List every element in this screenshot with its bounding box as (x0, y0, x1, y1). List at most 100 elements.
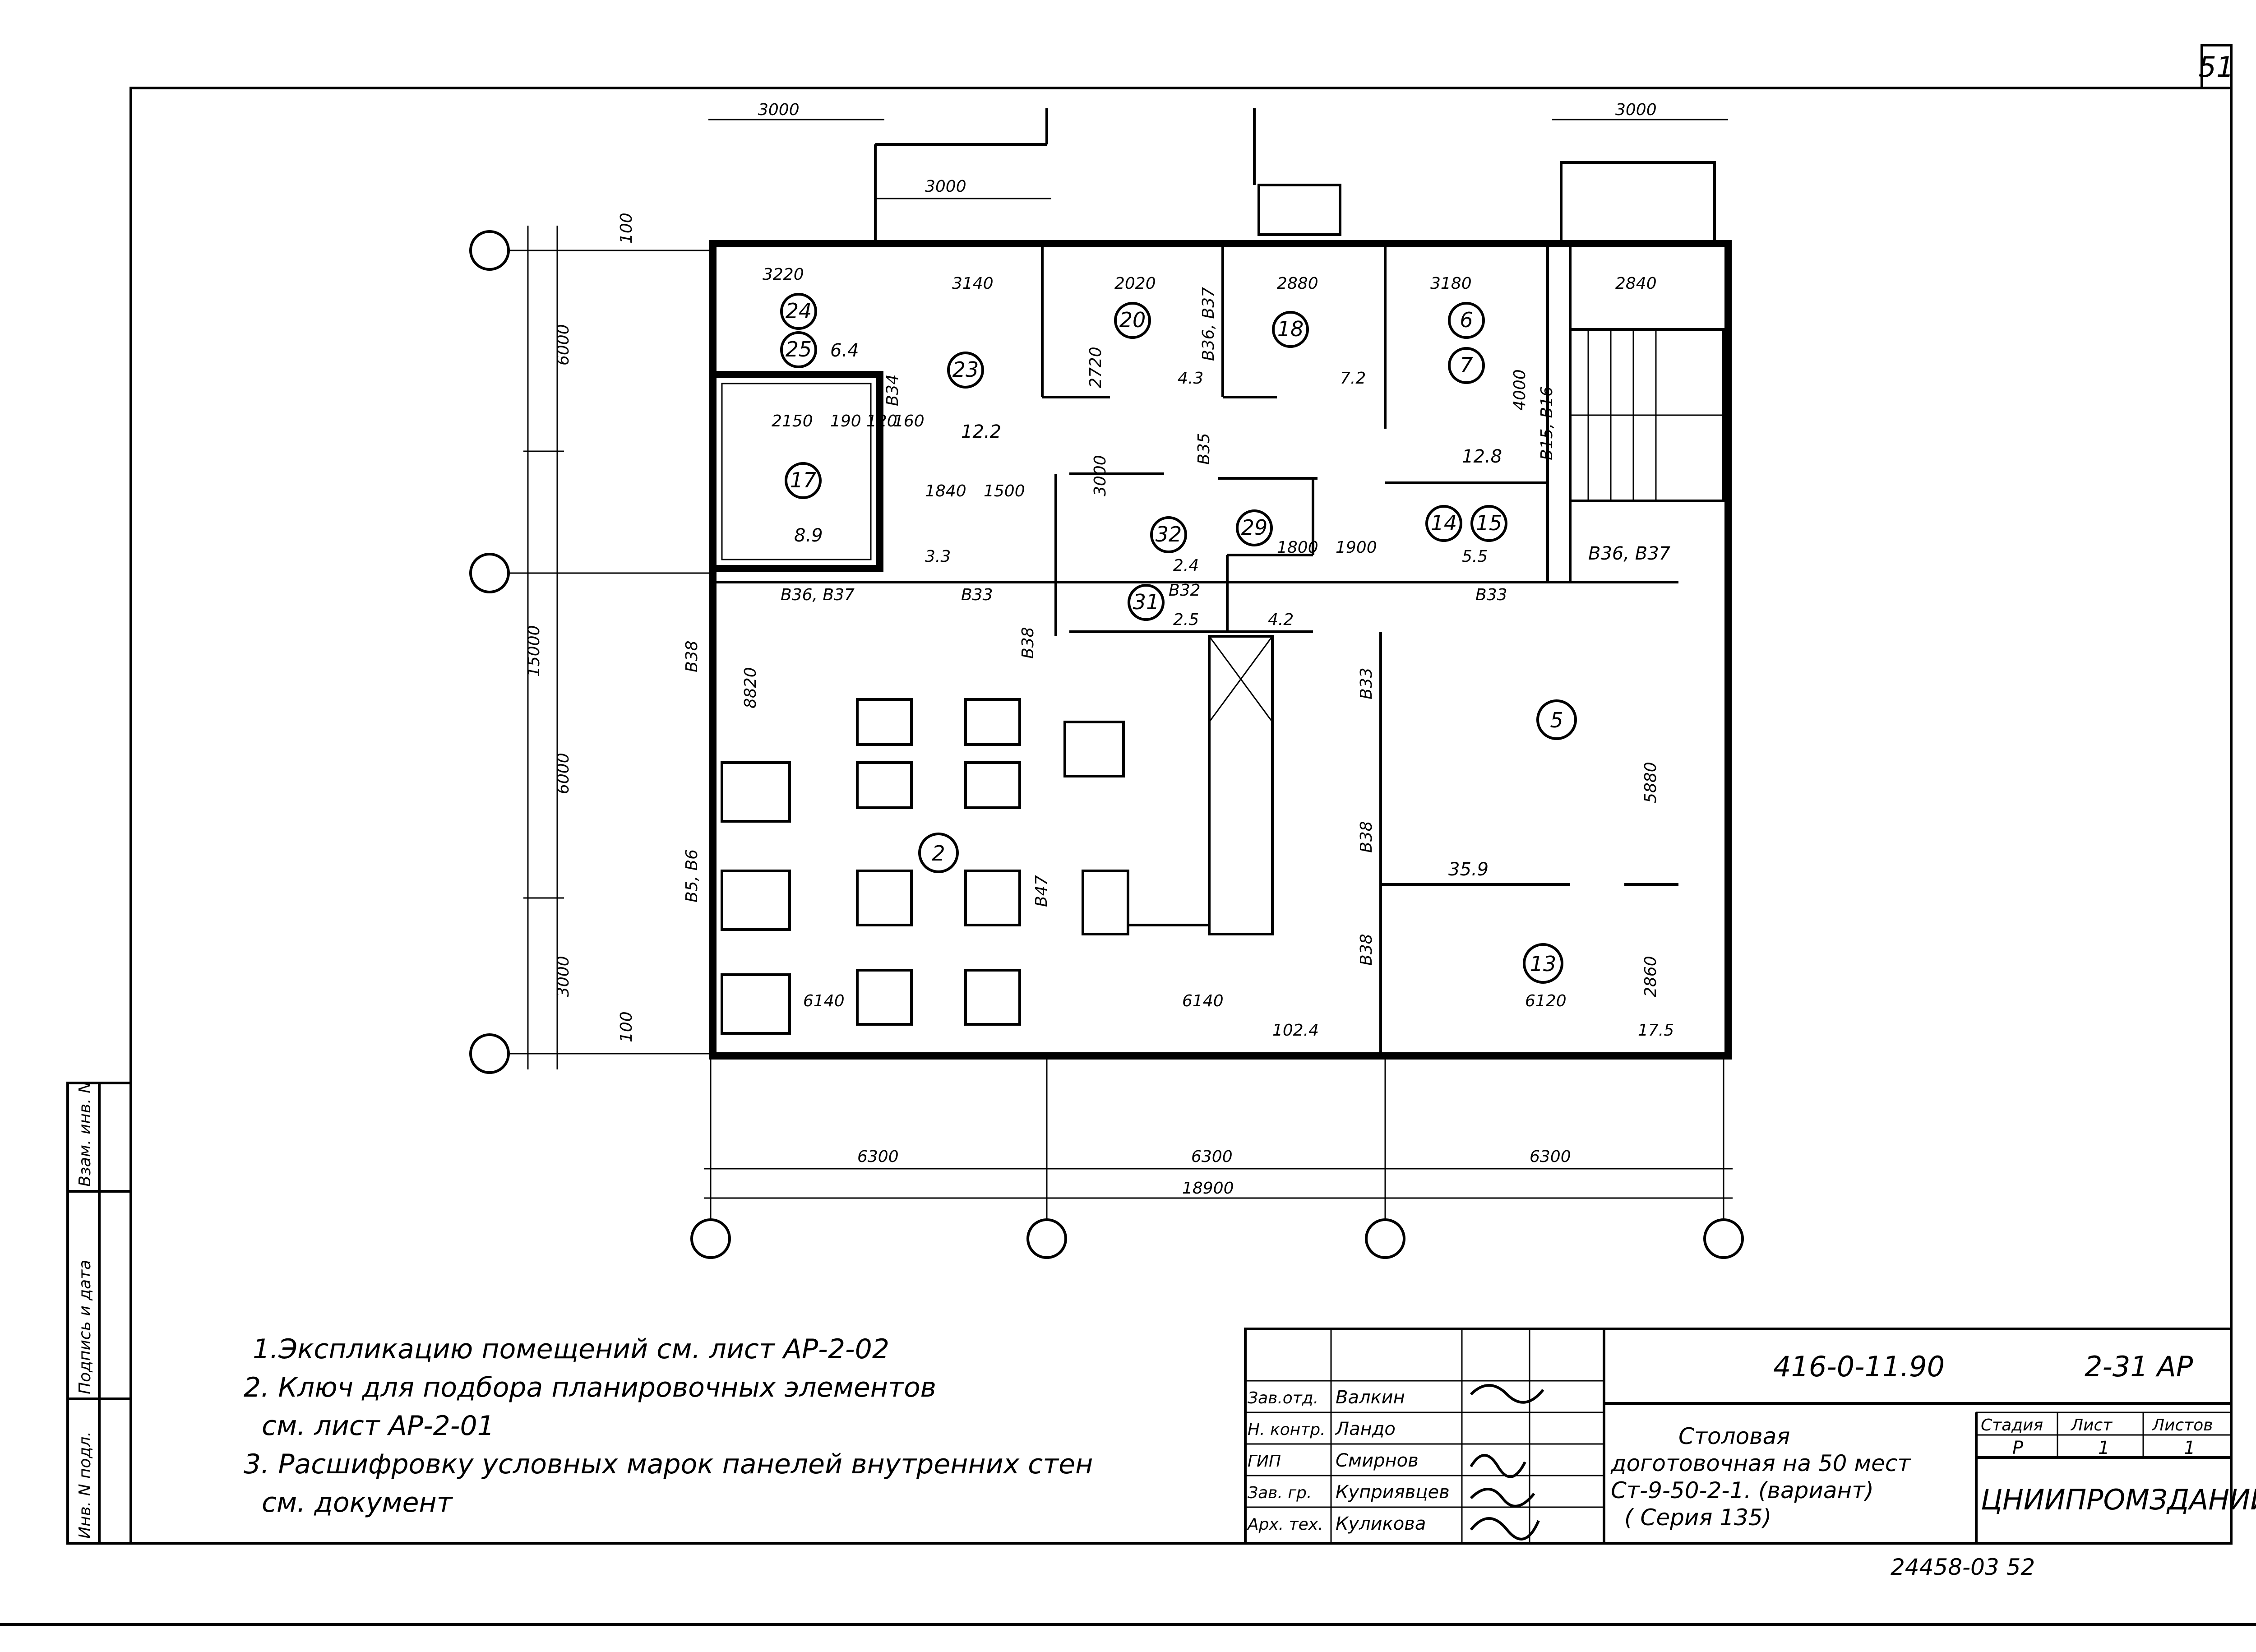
dim-bottom-2: 6300 (1191, 1148, 1233, 1166)
name-3: Смирнов (1336, 1450, 1419, 1471)
sheet-corner-box (2201, 44, 2233, 89)
room-15-number: 15 (1476, 511, 1502, 535)
mark-0: B36, B37 (781, 586, 855, 604)
room-7-number: 7 (1460, 353, 1473, 377)
note-2: 2. Ключ для подбора планировочных элемен… (244, 1372, 936, 1403)
dim-inner-7: 190 (830, 412, 861, 430)
dim-left-overall: 15000 (525, 625, 543, 677)
dim-inner-16: 6140 (803, 992, 845, 1010)
room-33-area: 3.3 (925, 547, 951, 566)
room-31-number: 31 (1133, 590, 1160, 614)
room-20-area: 4.3 (1178, 369, 1203, 388)
dim-top-1: 3000 (758, 101, 800, 119)
room-15-area: 5.5 (1462, 547, 1488, 566)
name-4: Куприявцев (1336, 1482, 1450, 1503)
dim-inner-19: 8820 (741, 667, 760, 708)
role-1: Зав.отд. (1248, 1389, 1318, 1407)
grid-axes (469, 230, 1744, 1259)
sheet-value: 1 (2098, 1438, 2109, 1458)
dim-inner-8: 120 (866, 412, 897, 430)
mark-10: B38 (1357, 821, 1376, 853)
role-3: ГИП (1248, 1452, 1281, 1471)
dim-inner-14: 5880 (1641, 762, 1660, 803)
sheet-code: 2-31 АР (2085, 1350, 2193, 1383)
room-25-area: 6.4 (830, 340, 859, 361)
room-14-number: 14 (1431, 511, 1457, 535)
dim-inner-17: 6140 (1182, 992, 1224, 1010)
sheets-header: Листов (2151, 1416, 2213, 1435)
room-labels: 24 25 6.4 23 12.2 20 4.3 18 7.2 6 7 12.8… (780, 293, 1674, 1040)
title-line-3: Ст-9-50-2-1. (вариант) (1611, 1477, 1874, 1504)
title-block: 416-0-11.90 2-31 АР Столовая доготовочна… (1244, 1328, 2256, 1545)
dim-inner-9: 160 (893, 412, 925, 430)
footer-code: 24458-03 52 (1891, 1554, 2035, 1580)
title-line-1: Столовая (1678, 1423, 1790, 1449)
dimension-lines (523, 119, 1733, 1199)
dim-top-2: 3000 (925, 177, 966, 196)
dim-inner-21: 2720 (1086, 347, 1105, 388)
signature-4 (1470, 1517, 1540, 1541)
role-5: Арх. тех. (1247, 1515, 1323, 1534)
mark-8: B38 (683, 640, 701, 672)
room-13-area: 17.5 (1638, 1021, 1674, 1040)
signature-1 (1470, 1384, 1544, 1404)
dim-left-offset-bottom: 100 (617, 1011, 636, 1042)
building-walls (709, 240, 1732, 1060)
room-31-area: 2.5 (1173, 611, 1199, 629)
signature-3 (1470, 1488, 1535, 1508)
dim-inner-6: 2150 (772, 412, 813, 430)
stamp-replace-inv: Взам. инв. N (76, 1081, 94, 1187)
dim-left-lower: 3000 (554, 956, 573, 997)
dim-inner-15: 2860 (1641, 956, 1660, 997)
mark-6: B33 (1475, 586, 1507, 604)
organization: ЦНИИПРОМЗДАНИЙ (1981, 1483, 2256, 1516)
dim-left-upper: 6000 (554, 324, 573, 366)
dim-inner-11: 1500 (984, 482, 1025, 500)
dim-inner-3: 2880 (1277, 274, 1318, 293)
dim-inner-4: 3180 (1430, 274, 1472, 293)
mark-3: B35 (1195, 433, 1213, 465)
dim-top-3: 3000 (1615, 101, 1657, 119)
note-2-ref: см. лист АР-2-01 (262, 1410, 495, 1442)
dim-inner-10: 1840 (925, 482, 966, 500)
room-29-number: 29 (1241, 515, 1268, 540)
name-5: Куликова (1336, 1513, 1426, 1534)
dim-inner-1: 3140 (952, 274, 994, 293)
dining-tables (721, 698, 1125, 1035)
room-23-area: 12.2 (961, 421, 1001, 442)
mark-11: B38 (1357, 934, 1376, 966)
mark-12: B33 (1357, 667, 1376, 699)
note-3: 3. Расшифровку условных марок панелей вн… (244, 1448, 1093, 1480)
stage-value: Р (2012, 1438, 2024, 1458)
drawing-frame (129, 87, 2233, 1545)
dim-inner-18: 6120 (1525, 992, 1567, 1010)
room-18-number: 18 (1277, 317, 1304, 341)
stair-block (874, 108, 1725, 502)
room-20-number: 20 (1119, 308, 1146, 332)
mark-2: B36, B37 (1588, 543, 1671, 564)
project-code: 416-0-11.90 (1773, 1350, 1945, 1383)
room-32-number: 32 (1156, 522, 1182, 546)
dim-bottom-3: 6300 (1530, 1148, 1571, 1166)
notes: 1.Экспликацию помещений см. лист АР-2-02… (244, 1333, 1093, 1518)
name-1: Валкин (1336, 1387, 1405, 1408)
room-25-number: 25 (786, 337, 812, 361)
room-2-area: 102.4 (1272, 1021, 1319, 1040)
sheet-header: Лист (2070, 1416, 2113, 1435)
dim-inner-12: 1800 (1277, 538, 1318, 557)
name-2: Ландо (1335, 1419, 1396, 1439)
room-24-number: 24 (786, 299, 812, 323)
stamp-sign-date: Подпись и дата (76, 1260, 94, 1394)
room-6-number: 6 (1460, 308, 1473, 332)
room-23-number: 23 (952, 357, 979, 382)
role-4: Зав. гр. (1248, 1484, 1312, 1502)
sheet-corner-number: 51 (2199, 51, 2234, 83)
dim-inner-13: 1900 (1336, 538, 1377, 557)
mark-5: B33 (961, 586, 993, 604)
dim-inner-20: 4000 (1511, 369, 1529, 411)
side-stamp: Взам. инв. N Подпись и дата Инв. N подл. (66, 1081, 132, 1545)
dim-inner-0: 3220 (763, 265, 804, 284)
room-5-area: 35.9 (1448, 859, 1489, 880)
mark-7: B32 (1169, 581, 1201, 600)
